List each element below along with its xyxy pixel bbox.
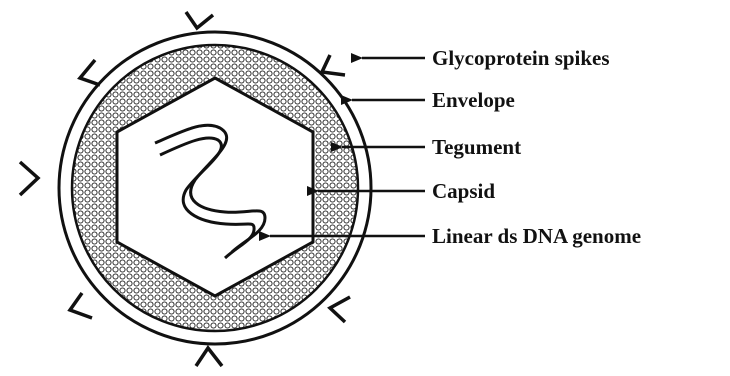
spike-top-left (80, 60, 100, 85)
label-dna-genome: Linear ds DNA genome (432, 224, 641, 248)
label-tegument: Tegument (432, 135, 521, 159)
spike-bottom (196, 348, 222, 366)
spike-left (20, 162, 38, 195)
spike-bottom-left (70, 293, 92, 318)
spike-top (186, 12, 213, 28)
spike-bottom-right (330, 297, 350, 322)
label-glycoprotein-spikes: Glycoprotein spikes (432, 46, 610, 70)
spike-top-right (322, 55, 345, 75)
label-capsid: Capsid (432, 179, 495, 203)
label-envelope: Envelope (432, 88, 515, 112)
